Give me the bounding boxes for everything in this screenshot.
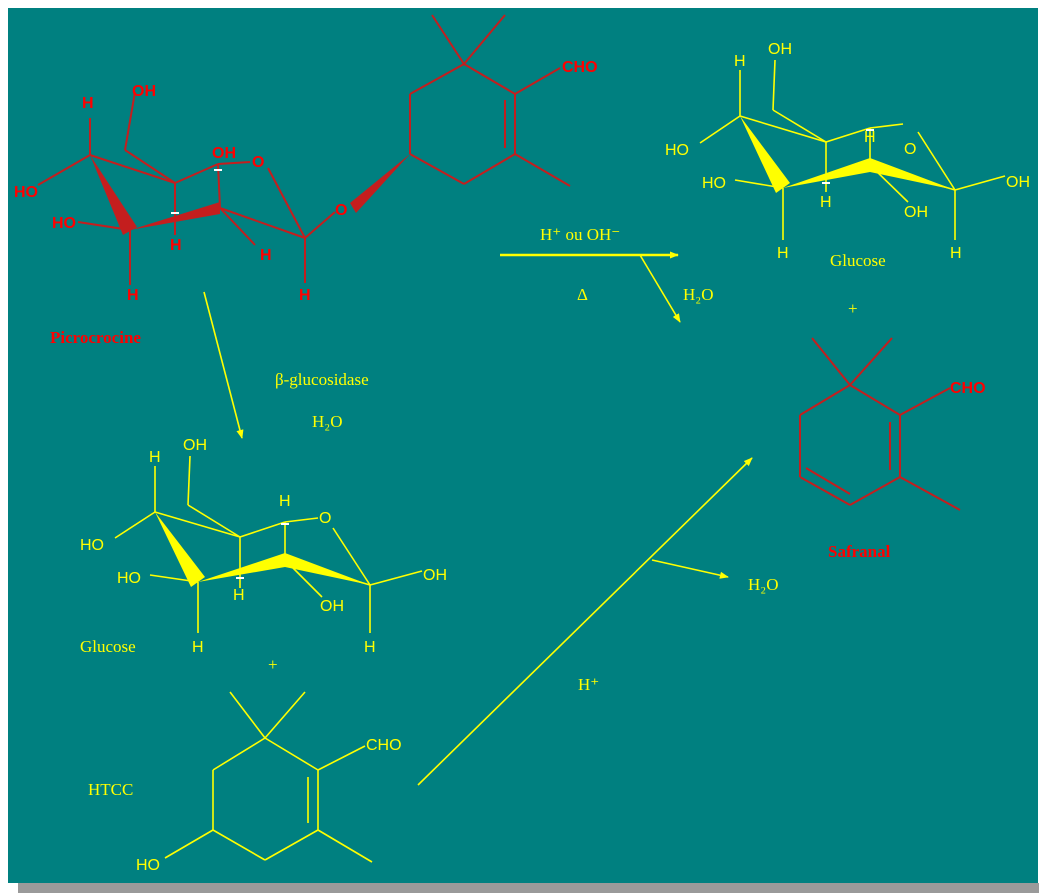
glucose-bottom-h-label: H xyxy=(149,449,161,466)
glucose-top-ho-label: HO xyxy=(665,142,689,159)
picrocrocine-oh-ring-label: OH xyxy=(212,145,236,162)
picrocrocine-h-label: H xyxy=(299,287,311,304)
glucose-bottom-oh-label: OH xyxy=(183,437,207,454)
glucose-bottom-oh-right-label: OH xyxy=(423,567,447,584)
glucose-bottom-ho-front-label: HO xyxy=(117,570,141,587)
hydrolysis-water: H₂O xyxy=(683,285,713,304)
glucose-bottom-structure: OH H HO HO O H OH OH H H H Glucose xyxy=(80,437,447,656)
water-release-arrow xyxy=(651,559,729,579)
htcc-structure: CHO HO HTCC xyxy=(88,691,402,874)
picrocrocine-ho-label: HO xyxy=(14,184,38,201)
glucose-top-structure: OH H HO HO O H OH OH H H H Glucose xyxy=(665,41,1030,270)
plus-sign: + xyxy=(268,655,278,674)
glucose-top-h-label: H xyxy=(864,129,876,146)
glucose-top-oh-bottom-label: OH xyxy=(904,204,928,221)
glucose-top-h-label: H xyxy=(734,53,746,70)
glucose-top-ring-oxygen: O xyxy=(904,141,916,158)
glucose-top-h-label: H xyxy=(777,245,789,262)
safranal-structure: CHO Safranal xyxy=(799,337,986,561)
htcc-name: HTCC xyxy=(88,780,133,799)
heat-symbol: Δ xyxy=(577,285,588,304)
dehydration-catalyst: H⁺ xyxy=(578,675,599,694)
picrocrocine-h-label: H xyxy=(127,287,139,304)
glucose-top-h-label: H xyxy=(820,194,832,211)
glucose-top-ho-front-label: HO xyxy=(702,175,726,192)
dehydration-arrow xyxy=(417,457,753,786)
glucose-bottom-h-label: H xyxy=(364,639,376,656)
glucose-bottom-oh-bottom-label: OH xyxy=(320,598,344,615)
picrocrocine-cho-label: CHO xyxy=(562,59,598,76)
glucose-bottom-name: Glucose xyxy=(80,637,136,656)
picrocrocine-ho-front-label: HO xyxy=(52,215,76,232)
enzyme-label: β-glucosidase xyxy=(275,370,369,389)
enzymatic-water: H₂O xyxy=(312,412,342,431)
water-branch-arrow xyxy=(639,254,681,323)
frame-shadow xyxy=(18,883,1039,893)
htcc-ho-label: HO xyxy=(136,857,160,874)
glucose-bottom-ring-oxygen: O xyxy=(319,510,331,527)
hydrolysis-catalyst: H⁺ ou OH⁻ xyxy=(540,225,620,244)
picrocrocine-glycosidic-oxygen: O xyxy=(335,202,347,219)
picrocrocine-structure: CHO OH OH HO HO O O H H H H H Picrocroci… xyxy=(14,14,598,347)
picrocrocine-h-label: H xyxy=(82,95,94,112)
picrocrocine-oh-label: OH xyxy=(132,83,156,100)
glucose-top-oh-right-label: OH xyxy=(1006,174,1030,191)
glucose-bottom-h-label: H xyxy=(192,639,204,656)
picrocrocine-ring-oxygen: O xyxy=(252,154,264,171)
safranal-cho-label: CHO xyxy=(950,380,986,397)
picrocrocine-h-label: H xyxy=(170,237,182,254)
picrocrocine-h-label: H xyxy=(260,247,272,264)
glucose-bottom-h-label: H xyxy=(279,493,291,510)
picrocrocine-name: Picrocrocine xyxy=(50,328,141,347)
plus-sign: + xyxy=(848,299,858,318)
glucose-bottom-ho-label: HO xyxy=(80,537,104,554)
glucose-top-h-label: H xyxy=(950,245,962,262)
htcc-cho-label: CHO xyxy=(366,737,402,754)
dehydration-water: H₂O xyxy=(748,575,778,594)
diagram-background xyxy=(8,8,1038,883)
glucose-top-oh-label: OH xyxy=(768,41,792,58)
glucose-top-name: Glucose xyxy=(830,251,886,270)
safranal-name: Safranal xyxy=(828,542,891,561)
glucose-bottom-h-label: H xyxy=(233,587,245,604)
enzymatic-arrow xyxy=(203,291,244,439)
